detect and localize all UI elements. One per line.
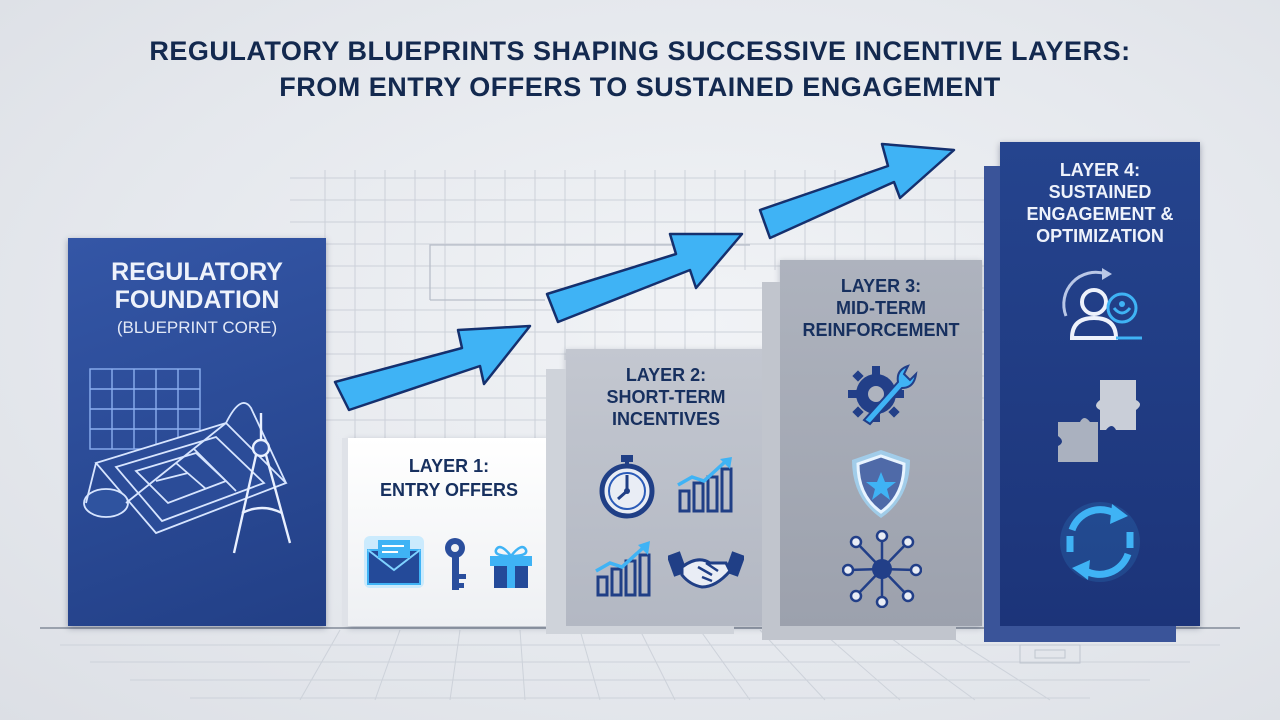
envelope-icon bbox=[360, 532, 428, 592]
refresh-cycle-icon bbox=[1054, 496, 1146, 588]
layer-3-block: LAYER 3: MID-TERM REINFORCEMENT bbox=[780, 260, 982, 626]
title-line-1: REGULATORY BLUEPRINTS SHAPING SUCCESSIVE… bbox=[149, 36, 1131, 66]
network-nodes-icon bbox=[842, 530, 922, 608]
puzzle-icon bbox=[1056, 374, 1142, 466]
layer-3-title-line-2: REINFORCEMENT bbox=[802, 320, 960, 340]
gear-wrench-icon bbox=[846, 360, 918, 430]
layer-4-label: LAYER 4: bbox=[1059, 160, 1141, 180]
layer-2-title-line-1: SHORT-TERM bbox=[606, 387, 726, 407]
growth-chart-icon bbox=[674, 455, 736, 515]
user-cycle-icon bbox=[1056, 264, 1146, 346]
shield-star-icon bbox=[846, 446, 916, 522]
layer-1-label: LAYER 1: bbox=[408, 456, 490, 476]
layer-3-title-line-1: MID-TERM bbox=[836, 298, 926, 318]
layer-3-label: LAYER 3: bbox=[840, 276, 922, 296]
layer-4-title-line-1: SUSTAINED bbox=[1048, 182, 1152, 202]
foundation-block: REGULATORY FOUNDATION (BLUEPRINT CORE) bbox=[68, 238, 326, 626]
foundation-title-line-1: REGULATORY bbox=[111, 258, 283, 286]
layer-4-title-line-2: ENGAGEMENT & bbox=[1026, 204, 1174, 224]
growth-chart-icon bbox=[592, 539, 654, 599]
gift-icon bbox=[486, 538, 536, 590]
layer-4-title-line-3: OPTIMIZATION bbox=[1036, 226, 1164, 246]
foundation-subtitle: (BLUEPRINT CORE) bbox=[116, 318, 278, 337]
foundation-title-line-2: FOUNDATION bbox=[114, 286, 280, 314]
handshake-icon bbox=[668, 545, 744, 595]
blueprint-roll-icon bbox=[76, 363, 316, 593]
layer-2-label: LAYER 2: bbox=[625, 365, 707, 385]
title-line-2: FROM ENTRY OFFERS TO SUSTAINED ENGAGEMEN… bbox=[279, 72, 1001, 102]
layer-1-block: LAYER 1: ENTRY OFFERS bbox=[348, 438, 550, 626]
key-icon bbox=[440, 536, 470, 594]
layer-2-block: LAYER 2: SHORT-TERM INCENTIVES bbox=[566, 349, 766, 626]
layer-4-block: LAYER 4: SUSTAINED ENGAGEMENT & OPTIMIZA… bbox=[1000, 142, 1200, 626]
layer-2-title-line-2: INCENTIVES bbox=[611, 409, 721, 429]
stopwatch-icon bbox=[596, 453, 658, 519]
layer-1-title: ENTRY OFFERS bbox=[379, 480, 518, 500]
